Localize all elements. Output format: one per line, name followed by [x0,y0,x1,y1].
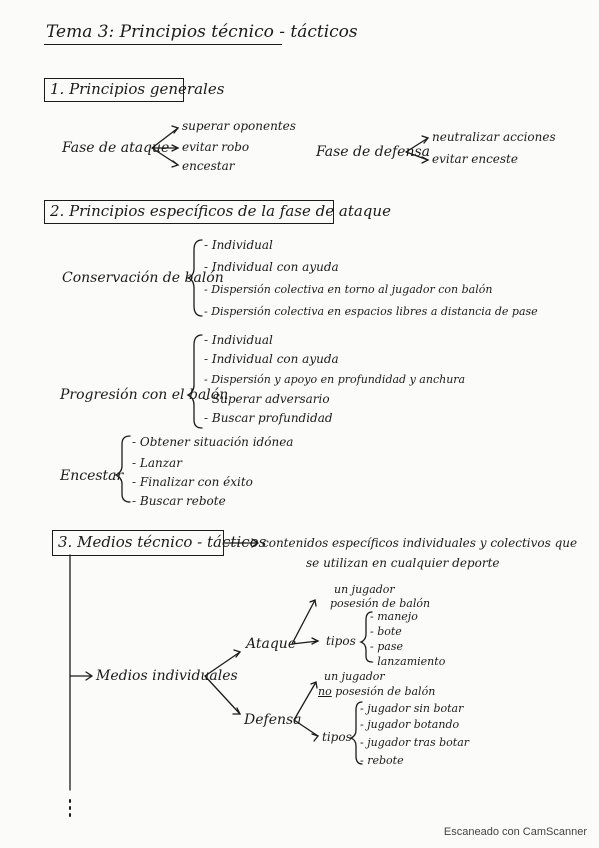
fase-ataque-label: Fase de ataque [62,140,170,156]
defensa-tipos-label: tipos [322,730,352,744]
conservacion-label: Conservación de balón [62,270,224,286]
defensa-node-label: Defensa [244,712,302,728]
brace-defensa [349,701,363,765]
medios-individuales-label: Medios individuales [96,668,238,684]
brace-encestar [114,435,131,503]
ataque-def-1: un jugador [334,583,395,596]
progresion-item-4: - Superar adversario [204,392,330,406]
encestar-item-4: - Buscar rebote [132,494,226,508]
section-1-box [44,78,184,102]
section-3-heading: 3. Medios técnico - tácticos [58,533,267,551]
defensa-def-2: no posesión de balón [318,686,435,697]
ataque-tipo-3: - pase [370,640,403,653]
section-3-box [52,530,224,556]
progresion-item-1: - Individual [204,333,273,347]
s3-note-line-1: contenidos específicos individuales y co… [262,536,578,550]
section-1-heading: 1. Principios generales [50,80,225,98]
fork-individuales [204,651,241,715]
s3-branch [69,671,94,681]
section-2-heading: 2. Principios específicos de la fase de … [50,202,391,220]
defensa-def-1: un jugador [324,670,385,683]
defensa-item-2: evitar enceste [432,152,518,166]
ataque-item-2: evitar robo [182,140,250,154]
title-underline [44,44,282,45]
ataque-def-2: posesión de balón [330,597,431,610]
conservacion-item-4: - Dispersión colectiva en espacios libre… [204,305,538,318]
brace-ataque [359,611,373,663]
ataque-node-label: Ataque [246,636,297,652]
brace-progresion [186,334,203,429]
defensa-tipo-4: - rebote [360,754,404,767]
encestar-item-2: - Lanzar [132,456,182,470]
ataque-tipos-label: tipos [326,634,356,648]
negation-word: no [318,685,332,698]
encestar-item-3: - Finalizar con éxito [132,475,253,489]
defensa-fork-heads [421,135,430,164]
conservacion-item-2: - Individual con ayuda [204,260,339,274]
ataque-item-3: encestar [182,159,235,173]
progresion-item-2: - Individual con ayuda [204,352,339,366]
progresion-label: Progresión con el balón [60,387,229,403]
brace-conservacion [185,239,203,317]
defensa-tipo-2: - jugador botando [360,718,460,731]
conservacion-item-1: - Individual [204,238,273,252]
fork-defensa [293,681,319,737]
fork-individuales-heads [232,649,242,715]
defensa-tipo-1: - jugador sin botar [360,702,464,715]
defensa-tipo-3: - jugador tras botar [360,736,470,749]
s3-note-line-2: se utilizan en cualquier deporte [306,556,500,570]
ataque-tipo-4: - lanzamiento [370,655,446,668]
encestar-label: Encestar [60,468,124,484]
section-2-box [44,200,334,224]
ataque-tipo-2: - bote [370,625,402,638]
page-title: Tema 3: Principios técnico - tácticos [46,22,358,42]
progresion-item-5: - Buscar profundidad [204,411,333,425]
progresion-item-3: - Dispersión y apoyo en profundidad y an… [204,373,466,386]
ataque-fork-heads [171,125,180,168]
fork-defensa-heads [310,681,320,742]
encestar-item-1: - Obtener situación idónea [132,435,294,449]
conservacion-item-3: - Dispersión colectiva en torno al jugad… [204,283,493,296]
fork-ataque-heads [309,599,320,645]
s3-arrow [224,538,260,548]
ataque-item-1: superar oponentes [182,119,296,133]
fase-defensa-label: Fase de defensa [316,144,430,160]
scanner-watermark: Escaneado con CamScanner [443,826,587,838]
fork-ataque [291,599,319,645]
defensa-item-1: neutralizar acciones [432,130,556,144]
ataque-tipo-1: - manejo [370,610,418,623]
defensa-def-2-rest: posesión de balón [335,685,436,698]
